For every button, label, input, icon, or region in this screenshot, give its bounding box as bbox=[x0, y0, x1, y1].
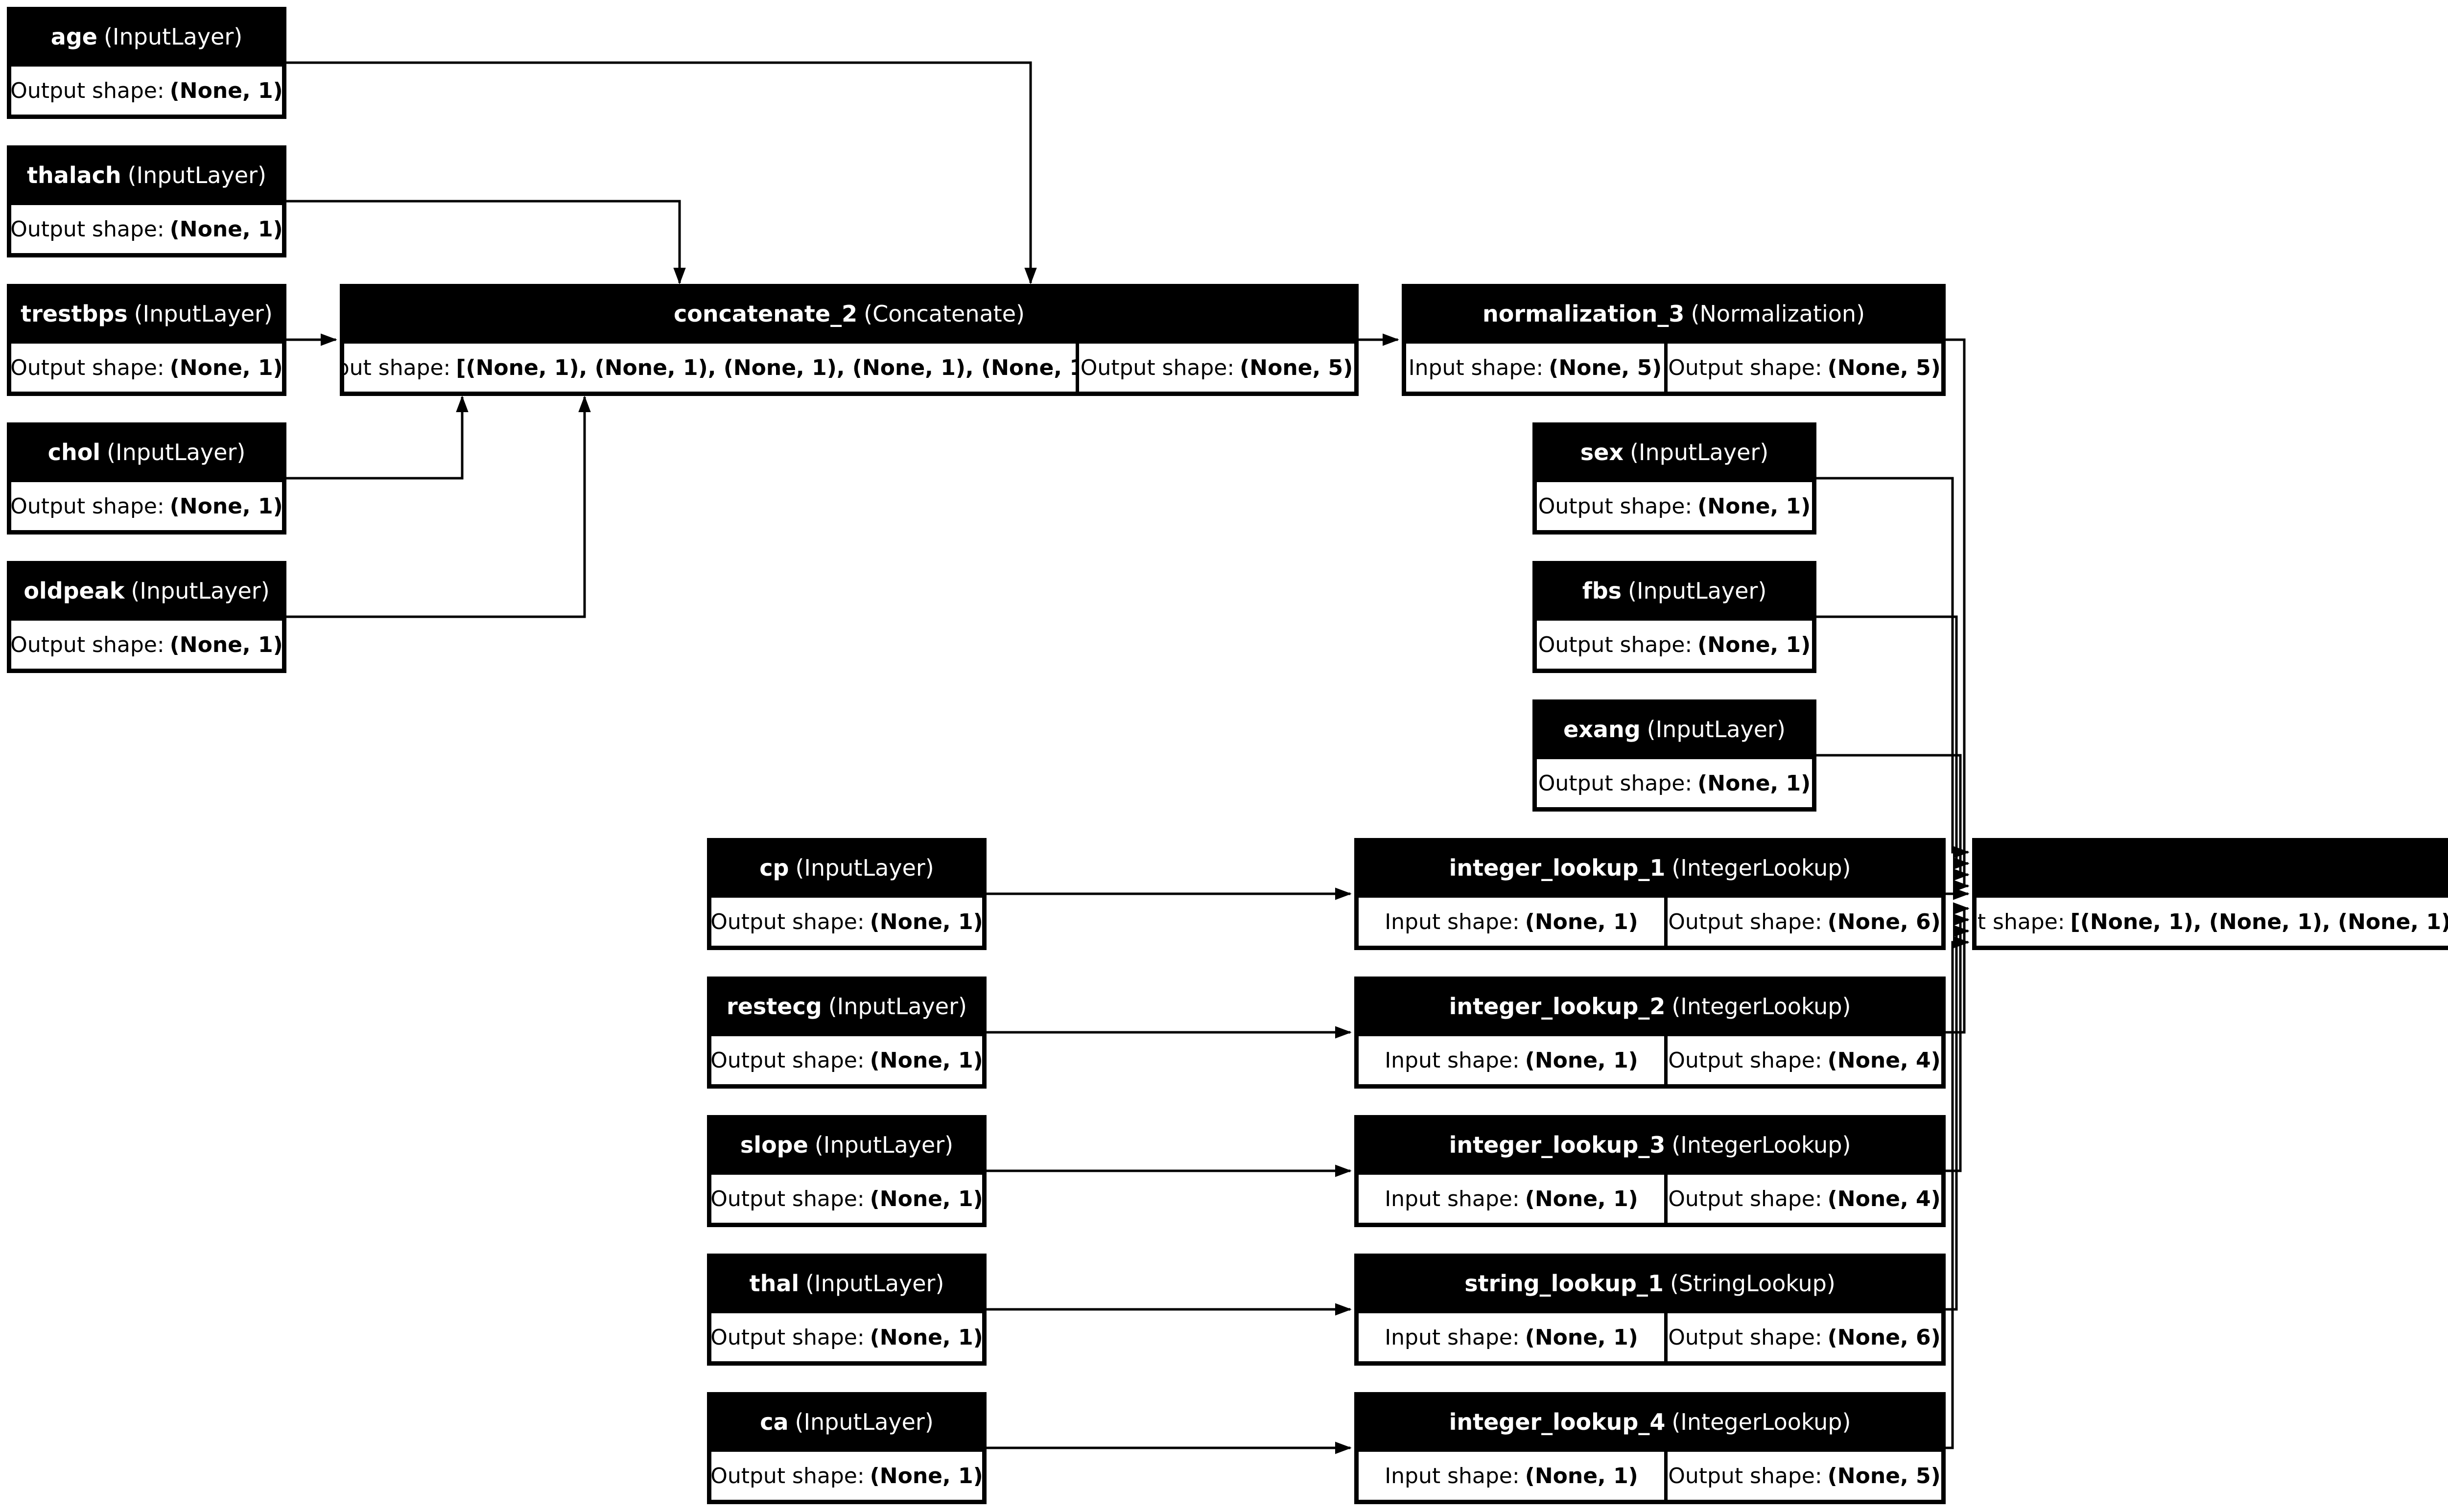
node-restecg-output-cell: Output shape:(None, 1) bbox=[711, 1036, 982, 1084]
edge-integer_lookup_2-to-concatenate_3 bbox=[1946, 902, 1970, 1034]
node-integer_lookup_1-output-cell: Output shape:(None, 6) bbox=[1668, 898, 1941, 946]
edge-chol-to-concatenate_2 bbox=[286, 395, 469, 480]
node-concatenate_2-title: concatenate_2(Concatenate) bbox=[674, 301, 1025, 327]
node-concatenate_2: concatenate_2(Concatenate) Input shape:[… bbox=[340, 284, 1359, 396]
node-thalach-output-cell: Output shape:(None, 1) bbox=[11, 205, 282, 253]
node-integer_lookup_4-output-cell: Output shape:(None, 5) bbox=[1668, 1452, 1941, 1500]
edge-thalach-to-concatenate_2 bbox=[286, 200, 686, 284]
node-integer_lookup_1: integer_lookup_1(IntegerLookup) Input sh… bbox=[1354, 838, 1946, 950]
node-thalach: thalach(InputLayer) Output shape:(None, … bbox=[7, 145, 286, 257]
node-chol-title: chol(InputLayer) bbox=[47, 439, 246, 465]
edge-exang-to-concatenate_3 bbox=[1816, 754, 1970, 881]
node-integer_lookup_3: integer_lookup_3(IntegerLookup) Input sh… bbox=[1354, 1115, 1946, 1227]
edge-normalization_3-to-concatenate_3 bbox=[1946, 338, 1970, 892]
node-thal-title: thal(InputLayer) bbox=[749, 1270, 944, 1297]
node-sex: sex(InputLayer) Output shape:(None, 1) bbox=[1532, 422, 1816, 535]
node-exang-title: exang(InputLayer) bbox=[1563, 716, 1786, 743]
node-concatenate_3: concatenate_3(Concatenate) Input shape:[… bbox=[1972, 838, 2448, 950]
node-age-output-cell: Output shape:(None, 1) bbox=[11, 67, 282, 115]
node-chol: chol(InputLayer) Output shape:(None, 1) bbox=[7, 422, 286, 535]
node-oldpeak-output-cell: Output shape:(None, 1) bbox=[11, 621, 282, 669]
node-integer_lookup_2: integer_lookup_2(IntegerLookup) Input sh… bbox=[1354, 977, 1946, 1089]
edge-string_lookup_1-to-concatenate_3 bbox=[1946, 925, 1970, 1311]
node-restecg: restecg(InputLayer) Output shape:(None, … bbox=[707, 977, 987, 1089]
node-fbs: fbs(InputLayer) Output shape:(None, 1) bbox=[1532, 561, 1816, 673]
node-integer_lookup_1-input-cell: Input shape:(None, 1) bbox=[1359, 898, 1664, 946]
node-trestbps-output-cell: Output shape:(None, 1) bbox=[11, 344, 282, 392]
node-oldpeak: oldpeak(InputLayer) Output shape:(None, … bbox=[7, 561, 286, 673]
edge-sex-to-concatenate_3 bbox=[1816, 477, 1970, 859]
node-concatenate_2-input-cell: Input shape:[(None, 1), (None, 1), (None… bbox=[344, 344, 1076, 392]
node-concatenate_3-input-cell: Input shape:[(None, 1), (None, 1), (None… bbox=[1977, 898, 2448, 946]
node-age-title: age(InputLayer) bbox=[50, 23, 243, 50]
node-exang-output-cell: Output shape:(None, 1) bbox=[1537, 759, 1812, 807]
node-slope: slope(InputLayer) Output shape:(None, 1) bbox=[707, 1115, 987, 1227]
node-integer_lookup_2-title: integer_lookup_2(IntegerLookup) bbox=[1449, 993, 1851, 1020]
node-normalization_3-title: normalization_3(Normalization) bbox=[1482, 301, 1865, 327]
node-sex-output-cell: Output shape:(None, 1) bbox=[1537, 482, 1812, 530]
node-thalach-title: thalach(InputLayer) bbox=[27, 162, 266, 188]
node-slope-output-cell: Output shape:(None, 1) bbox=[711, 1175, 982, 1223]
node-string_lookup_1-output-cell: Output shape:(None, 6) bbox=[1668, 1313, 1941, 1361]
node-integer_lookup_4-input-cell: Input shape:(None, 1) bbox=[1359, 1452, 1664, 1500]
node-trestbps-title: trestbps(InputLayer) bbox=[21, 301, 273, 327]
node-string_lookup_1-title: string_lookup_1(StringLookup) bbox=[1464, 1270, 1836, 1297]
node-cp: cp(InputLayer) Output shape:(None, 1) bbox=[707, 838, 987, 950]
node-ca-title: ca(InputLayer) bbox=[760, 1409, 934, 1435]
node-age: age(InputLayer) Output shape:(None, 1) bbox=[7, 7, 286, 119]
node-fbs-output-cell: Output shape:(None, 1) bbox=[1537, 621, 1812, 669]
node-normalization_3: normalization_3(Normalization) Input sha… bbox=[1402, 284, 1946, 396]
node-integer_lookup_4: integer_lookup_4(IntegerLookup) Input sh… bbox=[1354, 1392, 1946, 1504]
node-slope-title: slope(InputLayer) bbox=[740, 1132, 954, 1158]
node-trestbps: trestbps(InputLayer) Output shape:(None,… bbox=[7, 284, 286, 396]
node-thal-output-cell: Output shape:(None, 1) bbox=[711, 1313, 982, 1361]
node-cp-output-cell: Output shape:(None, 1) bbox=[711, 898, 982, 946]
node-integer_lookup_3-output-cell: Output shape:(None, 4) bbox=[1668, 1175, 1941, 1223]
edge-age-to-concatenate_2 bbox=[286, 61, 1037, 284]
edge-oldpeak-to-concatenate_2 bbox=[286, 395, 591, 618]
edge-fbs-to-concatenate_3 bbox=[1816, 615, 1970, 870]
node-integer_lookup_2-input-cell: Input shape:(None, 1) bbox=[1359, 1036, 1664, 1084]
node-thal: thal(InputLayer) Output shape:(None, 1) bbox=[707, 1254, 987, 1366]
node-restecg-title: restecg(InputLayer) bbox=[727, 993, 967, 1020]
node-cp-title: cp(InputLayer) bbox=[759, 855, 934, 881]
node-integer_lookup_4-title: integer_lookup_4(IntegerLookup) bbox=[1449, 1409, 1851, 1435]
node-normalization_3-output-cell: Output shape:(None, 5) bbox=[1668, 344, 1941, 392]
node-string_lookup_1: string_lookup_1(StringLookup) Input shap… bbox=[1354, 1254, 1946, 1366]
node-chol-output-cell: Output shape:(None, 1) bbox=[11, 482, 282, 530]
node-string_lookup_1-input-cell: Input shape:(None, 1) bbox=[1359, 1313, 1664, 1361]
node-integer_lookup_3-title: integer_lookup_3(IntegerLookup) bbox=[1449, 1132, 1851, 1158]
node-exang: exang(InputLayer) Output shape:(None, 1) bbox=[1532, 699, 1816, 812]
node-sex-title: sex(InputLayer) bbox=[1580, 439, 1769, 465]
node-integer_lookup_3-input-cell: Input shape:(None, 1) bbox=[1359, 1175, 1664, 1223]
node-fbs-title: fbs(InputLayer) bbox=[1582, 578, 1767, 604]
node-ca-output-cell: Output shape:(None, 1) bbox=[711, 1452, 982, 1500]
node-concatenate_3-title: concatenate_3(Concatenate) bbox=[1972, 838, 2448, 898]
edge-integer_lookup_4-to-concatenate_3 bbox=[1946, 936, 1970, 1449]
node-integer_lookup_1-title: integer_lookup_1(IntegerLookup) bbox=[1449, 855, 1851, 881]
node-normalization_3-input-cell: Input shape:(None, 5) bbox=[1406, 344, 1664, 392]
node-ca: ca(InputLayer) Output shape:(None, 1) bbox=[707, 1392, 987, 1504]
node-oldpeak-title: oldpeak(InputLayer) bbox=[24, 578, 270, 604]
node-integer_lookup_2-output-cell: Output shape:(None, 4) bbox=[1668, 1036, 1941, 1084]
node-concatenate_2-output-cell: Output shape:(None, 5) bbox=[1079, 344, 1354, 392]
